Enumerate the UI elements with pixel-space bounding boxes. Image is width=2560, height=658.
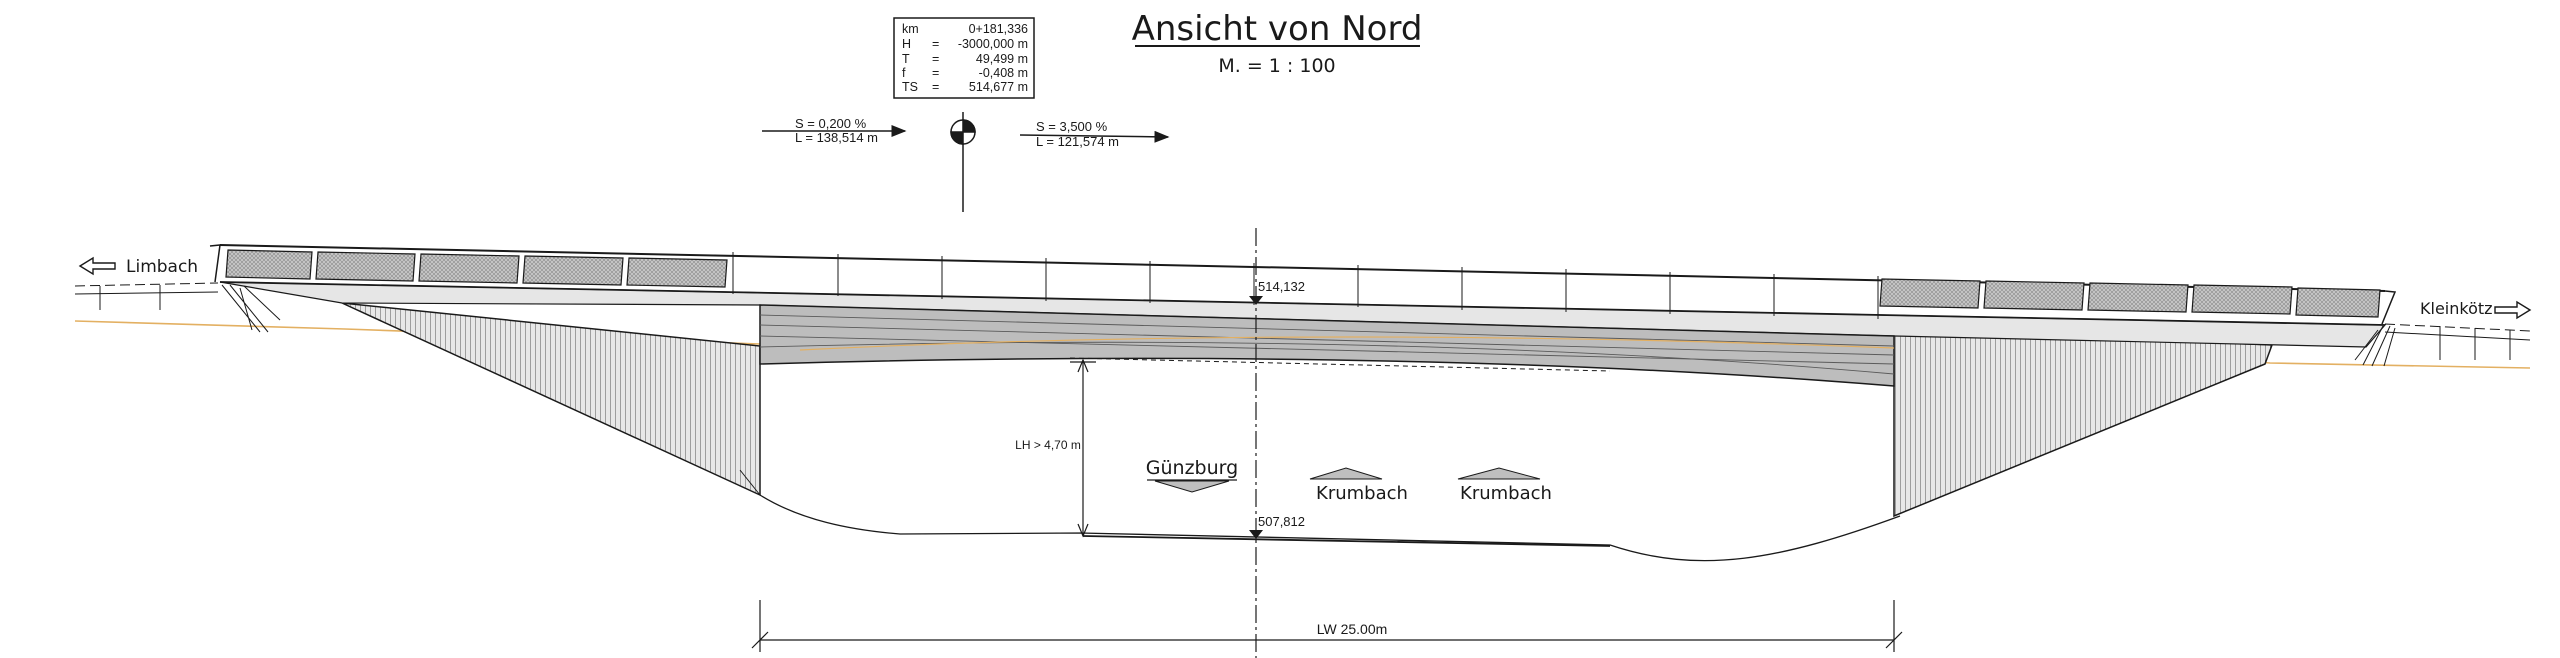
box-eq: =: [932, 37, 939, 51]
traffic-guenzburg: Günzburg: [1146, 457, 1238, 493]
box-value: -3000,000 m: [958, 37, 1028, 51]
direction-left-label: Limbach: [126, 257, 198, 277]
alignment-box: km 0+181,336 H = -3000,000 m T = 49,499 …: [893, 17, 1035, 99]
ground-profile: [759, 494, 1901, 562]
direction-left: Limbach: [78, 256, 198, 277]
approach-right: [2354, 323, 2531, 367]
box-value: 49,499 m: [976, 52, 1028, 66]
box-key: f: [902, 66, 906, 80]
deck-elevation: 514,132: [1258, 279, 1305, 294]
direction-right: Kleinkötz: [2420, 299, 2532, 320]
gradient-right-s: S = 3,500 %: [1036, 119, 1108, 134]
gradient-symbol: [762, 112, 1170, 212]
noise-barrier-right: [1879, 278, 2381, 318]
approach-left: [74, 282, 281, 333]
gradient-left-l: L = 138,514 m: [795, 130, 878, 145]
box-value: 514,677 m: [969, 80, 1028, 94]
soffit-dashed-line: [1069, 357, 1611, 372]
gradient-left-s: S = 0,200 %: [795, 116, 867, 131]
box-eq: =: [932, 52, 939, 66]
box-value: -0,408 m: [979, 66, 1028, 80]
ground-elevation: 507,812: [1258, 514, 1305, 529]
traffic-label-guenzburg: Günzburg: [1146, 457, 1238, 479]
railing-posts: [732, 252, 1879, 319]
clearance-label: LH > 4,70 m: [1015, 438, 1081, 452]
box-key: H: [902, 37, 911, 51]
direction-right-label: Kleinkötz: [2420, 299, 2493, 318]
box-value: 0+181,336: [969, 22, 1028, 36]
box-eq: =: [932, 80, 939, 94]
traffic-label-krumbach: Krumbach: [1460, 483, 1552, 504]
traffic-krumbach-1: Krumbach: [1309, 467, 1408, 504]
road-below: [1082, 535, 1611, 547]
left-arrow-icon: [78, 256, 116, 276]
traffic-krumbach-2: Krumbach: [1457, 467, 1552, 504]
span-label: LW 25.00m: [1317, 621, 1388, 637]
right-arrow-icon: [2494, 300, 2532, 320]
box-key: km: [902, 22, 919, 36]
ground-slope-left: [739, 469, 761, 496]
drawing-title: Ansicht von Nord: [1132, 9, 1423, 49]
noise-barrier-left: [225, 249, 728, 288]
superstructure: [759, 304, 1895, 387]
ground-elevation-marker: [1249, 530, 1263, 539]
box-key: T: [902, 52, 910, 66]
left-abutment-wingwall: [341, 302, 761, 497]
right-abutment-wingwall: [1893, 328, 2274, 518]
box-eq: =: [932, 66, 939, 80]
superstructure-lines: [759, 314, 1895, 375]
deck-elevation-marker: [1249, 296, 1263, 305]
span-dimension: [751, 600, 1903, 652]
traffic-label-krumbach: Krumbach: [1316, 483, 1408, 504]
box-key: TS: [902, 80, 918, 94]
drawing-scale: M. = 1 : 100: [1218, 55, 1335, 77]
gradient-right-l: L = 121,574 m: [1036, 134, 1119, 149]
